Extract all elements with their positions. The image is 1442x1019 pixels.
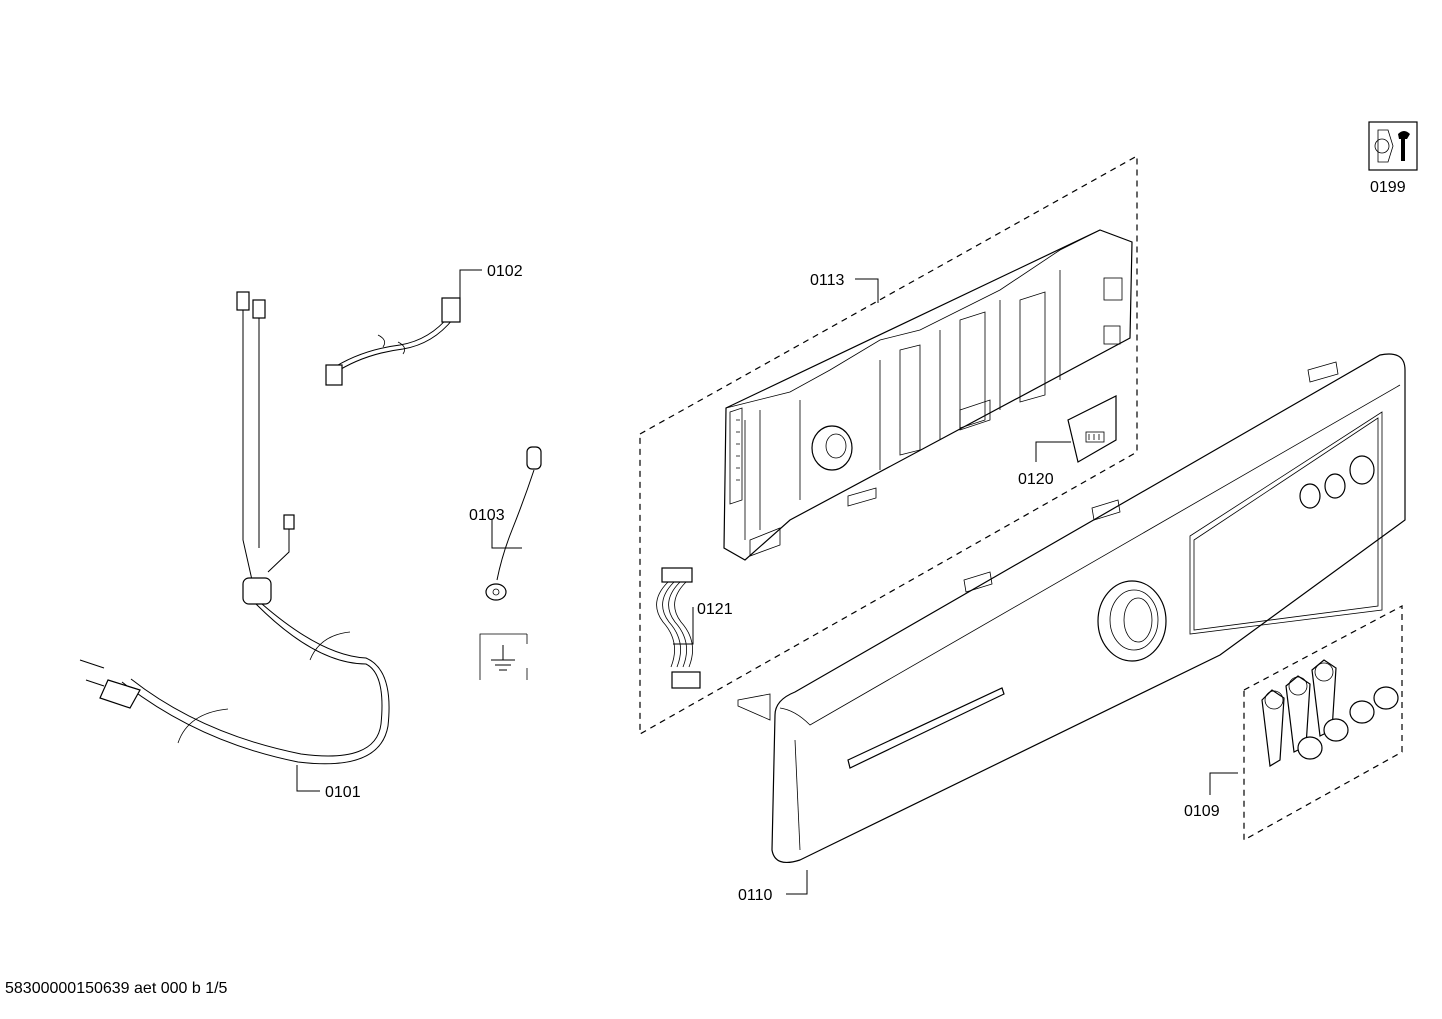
callout-0121: 0121 — [697, 601, 733, 618]
button-group-outline — [1243, 605, 1403, 842]
power-cord-0101 — [79, 291, 390, 765]
callout-0199: 0199 — [1370, 179, 1406, 196]
ground-symbol-icon — [479, 633, 528, 680]
callout-0101: 0101 — [325, 784, 361, 801]
wrench-icon — [1368, 121, 1418, 171]
callout-0120: 0120 — [1018, 471, 1054, 488]
electronic-module-0113 — [723, 229, 1133, 561]
control-panel-0110 — [737, 353, 1406, 863]
callout-0103: 0103 — [469, 507, 505, 524]
ribbon-cable-0121 — [656, 567, 701, 689]
ground-wire-0103 — [485, 446, 542, 601]
callout-0109: 0109 — [1184, 803, 1220, 820]
pcb-0120 — [1067, 395, 1117, 463]
module-group-outline — [639, 154, 1138, 736]
callout-0102: 0102 — [487, 263, 523, 280]
buttons-0109 — [1261, 659, 1399, 767]
wire-harness-0102 — [325, 297, 461, 386]
callout-0110: 0110 — [738, 887, 773, 904]
document-id: 58300000150639 aet 000 b 1/5 — [5, 980, 228, 997]
callout-0113: 0113 — [810, 272, 845, 289]
